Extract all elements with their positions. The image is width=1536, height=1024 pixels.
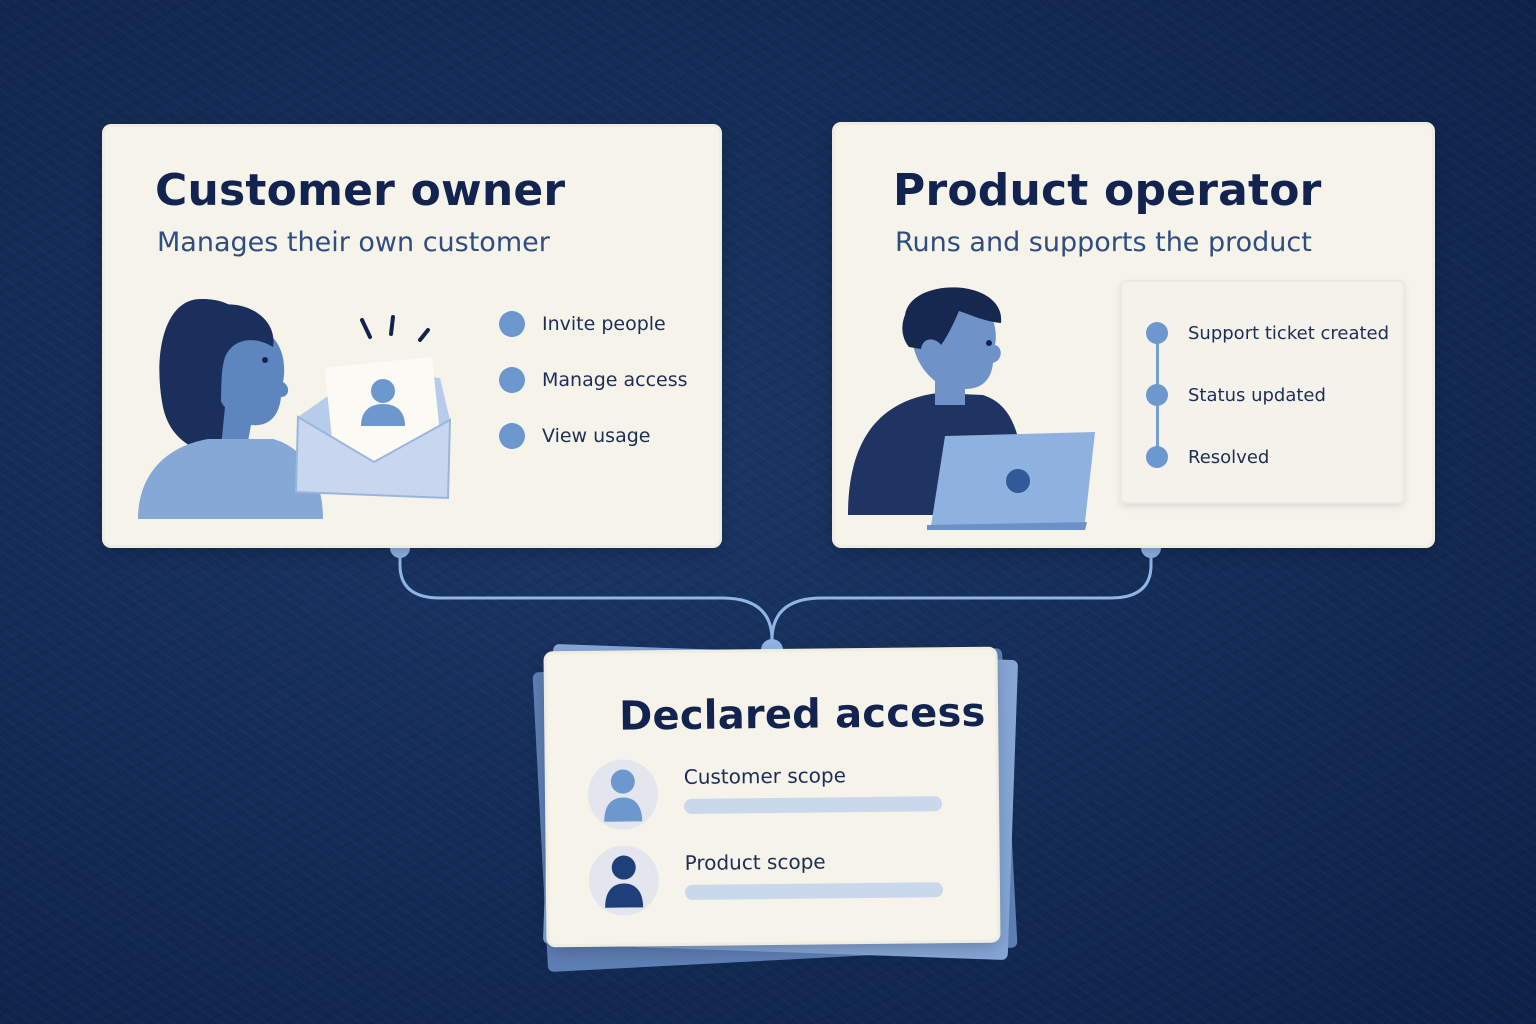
scope-label: Product scope <box>684 849 826 875</box>
bullet-dot <box>499 423 525 449</box>
timeline-label: Status updated <box>1188 384 1326 406</box>
scope-bar <box>684 796 943 814</box>
product-operator-subtitle: Runs and supports the product <box>895 227 1312 258</box>
user-icon-light <box>604 769 643 822</box>
product-operator-card: Product operator Runs and supports the p… <box>835 125 1432 545</box>
declared-access-title: Declared access <box>618 689 986 740</box>
product-operator-title: Product operator <box>893 165 1322 216</box>
scope-bar <box>684 882 944 900</box>
bullet-invite-people: Invite people <box>499 311 666 337</box>
scope-label: Customer scope <box>683 763 847 789</box>
user-icon-dark <box>605 855 644 908</box>
user-card-icon <box>361 379 405 426</box>
scope-row-product: Product scope <box>588 842 950 916</box>
bullet-dot <box>499 367 525 393</box>
woman-person-icon <box>138 298 323 519</box>
timeline-item-ticket-created: Support ticket created <box>1146 322 1389 344</box>
laptop-icon <box>927 432 1095 530</box>
envelope-invite-icon <box>294 315 452 500</box>
bullet-label: Invite people <box>542 313 666 335</box>
timeline-item-resolved: Resolved <box>1146 446 1269 468</box>
scope-row-customer: Customer scope <box>587 756 949 830</box>
timeline-item-status-updated: Status updated <box>1146 384 1326 406</box>
customer-owner-subtitle: Manages their own customer <box>157 227 550 258</box>
bullet-label: Manage access <box>542 369 688 391</box>
customer-owner-card: Customer owner Manages their own custome… <box>105 127 719 545</box>
timeline-label: Resolved <box>1188 446 1270 468</box>
bullet-view-usage: View usage <box>499 423 650 449</box>
bullet-dot <box>499 311 525 337</box>
bullet-label: View usage <box>542 425 651 447</box>
support-timeline-panel: Support ticket created Status updated Re… <box>1122 282 1403 502</box>
timeline-dot <box>1146 384 1168 406</box>
declared-access-card: Declared access Customer scope Product s… <box>546 649 998 945</box>
timeline-label: Support ticket created <box>1188 322 1390 344</box>
timeline-dot <box>1146 322 1168 344</box>
timeline-dot <box>1146 446 1168 468</box>
bullet-manage-access: Manage access <box>499 367 688 393</box>
customer-owner-title: Customer owner <box>155 165 566 216</box>
